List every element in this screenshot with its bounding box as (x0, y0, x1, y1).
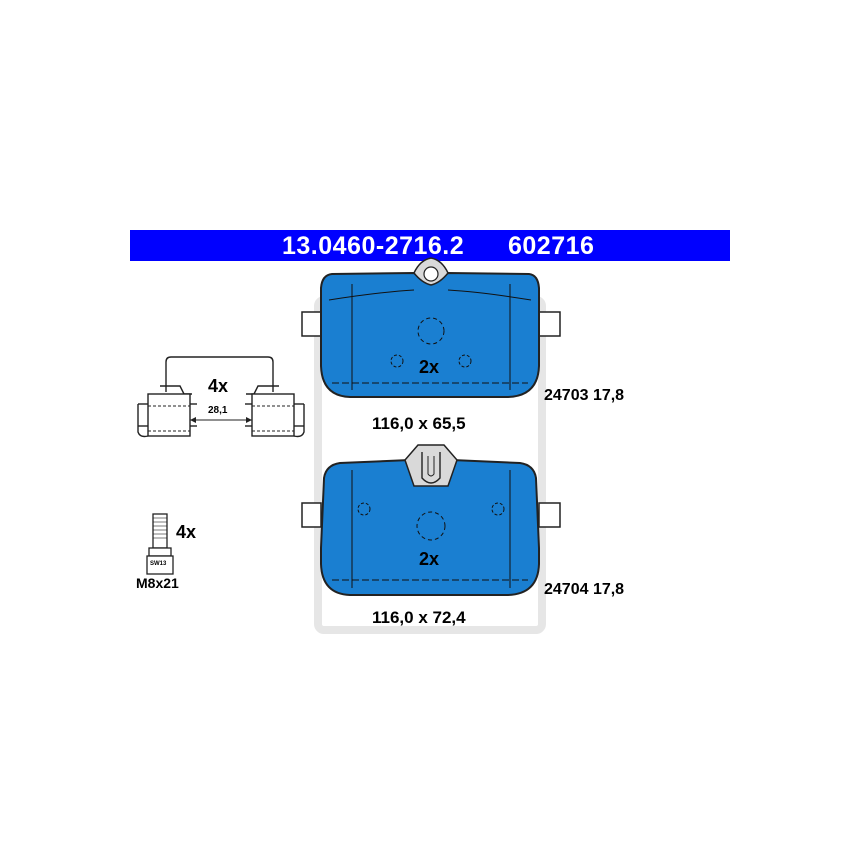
short-part-number: 602716 (508, 232, 595, 260)
bolt-wrench-size: SW13 (150, 561, 167, 567)
bolt-quantity: 4x (176, 522, 197, 542)
part-number: 13.0460-2716.2 (282, 232, 465, 260)
spring-clip-quantity: 4x (208, 376, 229, 396)
upper-pad-reference: 24703 17,8 (544, 387, 625, 404)
lower-brake-pad (301, 444, 561, 596)
lower-pad-quantity: 2x (419, 549, 440, 569)
spring-clip-drawing (137, 356, 305, 438)
upper-brake-pad (301, 257, 561, 398)
bolt-drawing (146, 513, 174, 575)
lower-pad-reference: 24704 17,8 (544, 581, 625, 598)
upper-pad-dimensions: 116,0 x 65,5 (372, 414, 466, 433)
upper-pad-quantity: 2x (419, 357, 440, 377)
lower-pad-dimensions: 116,0 x 72,4 (372, 608, 466, 627)
spring-clip-spacing: 28,1 (208, 405, 228, 416)
part-number-banner: 13.0460-2716.2 602716 (130, 230, 730, 261)
bolt-size: M8x21 (136, 575, 179, 591)
